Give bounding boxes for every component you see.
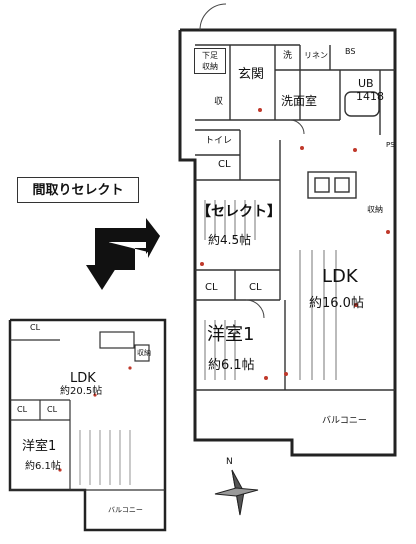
storage-right-label: 収納 [367, 205, 383, 214]
western-room-name: 洋室1 [207, 324, 255, 345]
compass-north: N [226, 457, 233, 467]
linen-label: リネン [304, 51, 328, 60]
alt-balcony-label: バルコニー [108, 506, 143, 514]
cl-label-1: CL [218, 159, 231, 170]
alt-cl-top: CL [30, 323, 41, 332]
ub-size-label: 1418 [356, 90, 384, 103]
alt-storage-label: 収納 [137, 349, 151, 357]
ldk-name: LDK [322, 266, 358, 287]
toilet-label: トイレ [205, 136, 233, 146]
genkan-label: 玄関 [238, 67, 265, 82]
compass-rose [214, 469, 259, 516]
main-balcony-label: バルコニー [322, 416, 367, 426]
alt-cl-a: CL [17, 405, 28, 414]
alt-ldk-size: 約20.5帖 [60, 386, 103, 397]
callout-text: 間取りセレクト [32, 182, 124, 198]
select-room-heading: 【セレクト】 [197, 204, 281, 220]
ldk-size: 約16.0帖 [309, 296, 364, 311]
main-plan-walls [178, 28, 397, 457]
shoes-storage-label: 下足 収納 [194, 48, 226, 74]
callout-box: 間取りセレクト [17, 177, 139, 203]
select-arrow [86, 218, 160, 290]
alt-western-name: 洋室1 [22, 439, 57, 454]
alt-cl-b: CL [47, 405, 58, 414]
wash-label: 洗 [283, 51, 293, 61]
storage-small-label: 収 [214, 97, 224, 107]
cl-label-2: CL [205, 282, 218, 293]
ps-label: PS [386, 141, 395, 149]
alt-western-size: 約6.1帖 [25, 461, 61, 472]
ub-label: UB [358, 77, 374, 90]
alt-ldk-name: LDK [70, 371, 96, 386]
western-room-size: 約6.1帖 [208, 358, 255, 373]
select-room-size: 約4.5帖 [208, 233, 252, 247]
bs-label: BS [345, 47, 356, 56]
cl-label-3: CL [249, 282, 262, 293]
washroom-label: 洗面室 [281, 94, 318, 108]
